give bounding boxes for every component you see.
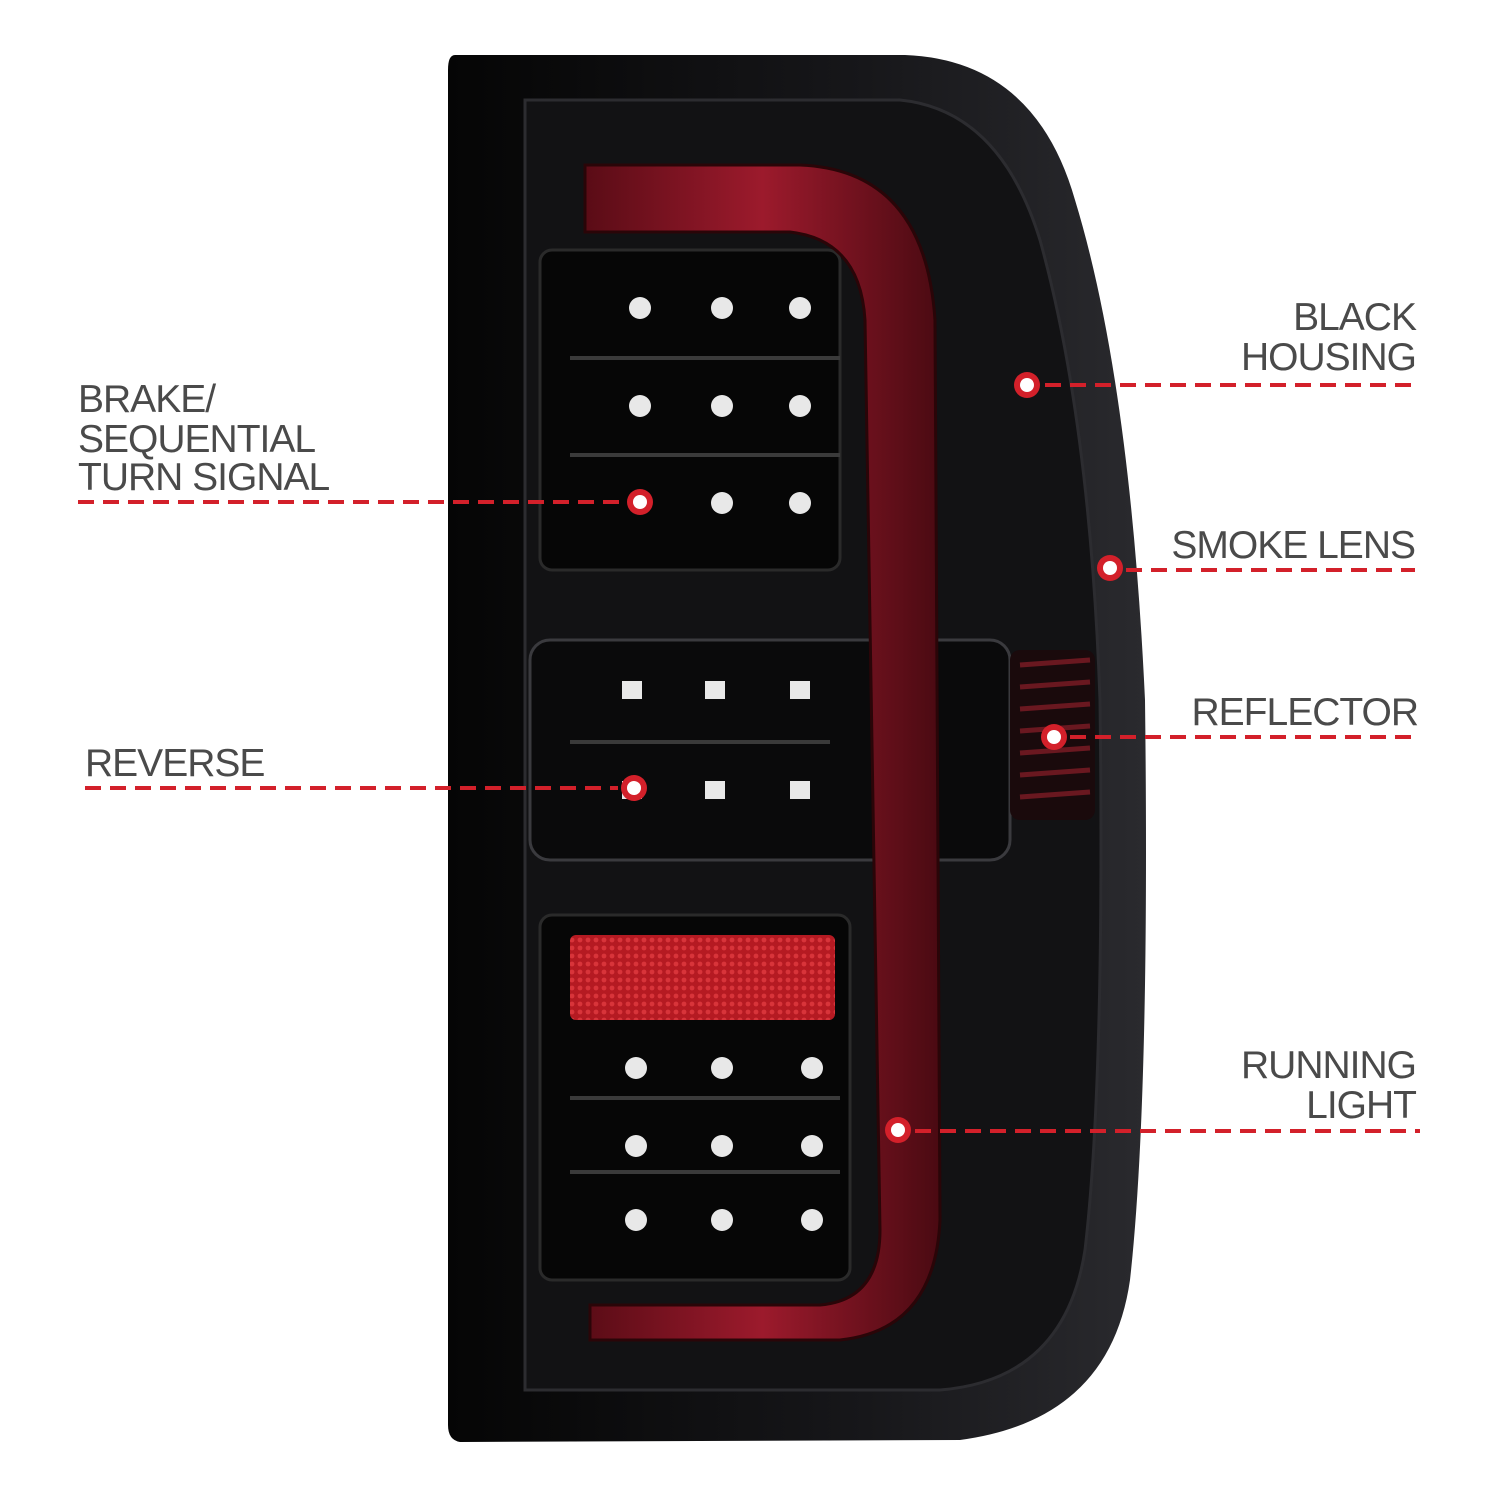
led [711,297,733,319]
led [625,1209,647,1231]
led [622,681,642,699]
led [790,681,810,699]
led [711,395,733,417]
led [625,1057,647,1079]
reflector-rib [1019,657,1091,668]
led [711,1057,733,1079]
led [629,395,651,417]
led [789,297,811,319]
callout-smoke-lens: SMOKE LENS [1097,524,1416,581]
brake-led-block [538,248,842,572]
led [789,395,811,417]
led [801,1057,823,1079]
reflector-rib [1019,679,1091,690]
led [711,492,733,514]
led [705,681,725,699]
svg-text:SMOKE LENS: SMOKE LENS [1171,524,1415,567]
callout-reflector: REFLECTOR [1041,691,1419,750]
reflector-rib [1019,701,1091,712]
led [625,1135,647,1157]
running-light-bar [583,163,942,1342]
reflector-rib [1019,789,1091,800]
svg-text:REVERSE: REVERSE [85,742,264,785]
led [705,781,725,799]
led [801,1209,823,1231]
reflector-rib [1019,745,1091,756]
led [711,1135,733,1157]
led [629,297,651,319]
callout-reverse: REVERSE [85,742,647,801]
red-reflector [570,935,835,1020]
led [801,1135,823,1157]
led [711,1209,733,1231]
led [790,781,810,799]
reflector-rib [1019,767,1091,778]
led [789,492,811,514]
svg-text:REFLECTOR: REFLECTOR [1192,691,1419,734]
